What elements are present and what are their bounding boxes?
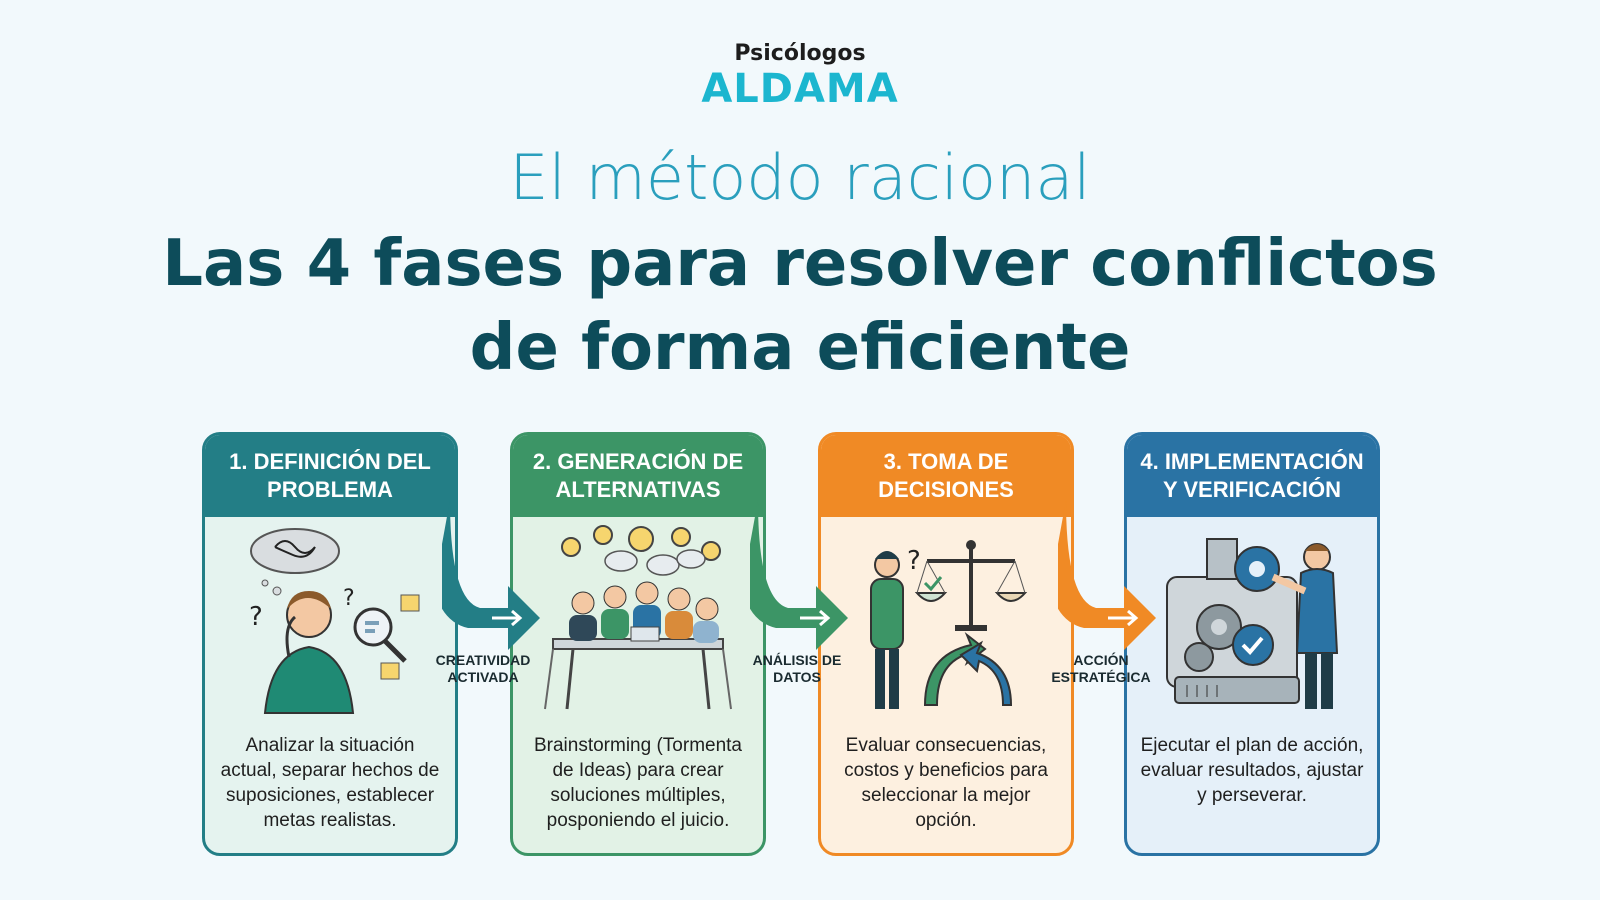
machine-gears-illustration — [1127, 517, 1377, 717]
page-subtitle: El método racional — [509, 141, 1091, 214]
phase-title: 4. IMPLEMENTACIÓN Y VERIFICACIÓN — [1127, 435, 1377, 517]
connector-label: CREATIVIDAD ACTIVADA — [435, 652, 531, 685]
gears-icon — [1166, 538, 1339, 709]
team-brainstorm-illustration — [513, 517, 763, 717]
connector-arrow-icon — [1058, 500, 1156, 650]
phase-card-decisiones: 3. TOMA DE DECISIONES ? Evaluar consecue… — [818, 432, 1074, 856]
phase-description: Ejecutar el plan de acción, evaluar resu… — [1140, 735, 1364, 806]
phase-title: 1. DEFINICIÓN DEL PROBLEMA — [205, 435, 455, 517]
phase-card-generacion: 2. GENERACIÓN DE ALTERNATIVAS Brainstorm… — [510, 432, 766, 856]
phase-title: 3. TOMA DE DECISIONES — [821, 435, 1071, 517]
connector-label: ACCIÓN ESTRATÉGICA — [1051, 652, 1151, 685]
page-title-line-2: de forma eficiente — [469, 311, 1131, 385]
brand-logo: Psicólogos ALDAMA — [0, 40, 1600, 110]
lightbulb-icon — [544, 525, 732, 710]
decision-scale-illustration: ? — [821, 517, 1071, 717]
phase-card-definicion: 1. DEFINICIÓN DEL PROBLEMA ? ? Analizar … — [202, 432, 458, 856]
connector-arrow-icon — [442, 500, 540, 650]
balance-scale-icon: ? — [870, 540, 1028, 709]
phase-description: Evaluar consecuencias, costos y benefici… — [844, 735, 1048, 831]
connector-label: ANÁLISIS DE DATOS — [752, 652, 842, 685]
page-title: Las 4 fases para resolver conflictos de … — [0, 222, 1600, 390]
svg-text:?: ? — [343, 586, 355, 611]
phase-card-implementacion: 4. IMPLEMENTACIÓN Y VERIFICACIÓN Ejecu — [1124, 432, 1380, 856]
connector-arrow-icon — [750, 500, 848, 650]
svg-text:?: ? — [249, 602, 263, 632]
page-title-line-1: Las 4 fases para resolver conflictos — [162, 227, 1438, 301]
phase-description: Analizar la situación actual, separar he… — [220, 735, 440, 831]
brand-top-text: Psicólogos — [734, 41, 866, 66]
confused-person-illustration: ? ? — [205, 517, 455, 717]
svg-text:?: ? — [907, 546, 921, 576]
brand-name: ALDAMA — [701, 66, 899, 112]
phase-description: Brainstorming (Tormenta de Ideas) para c… — [533, 735, 743, 831]
phase-title: 2. GENERACIÓN DE ALTERNATIVAS — [513, 435, 763, 517]
confused-person-icon: ? ? — [249, 528, 420, 714]
